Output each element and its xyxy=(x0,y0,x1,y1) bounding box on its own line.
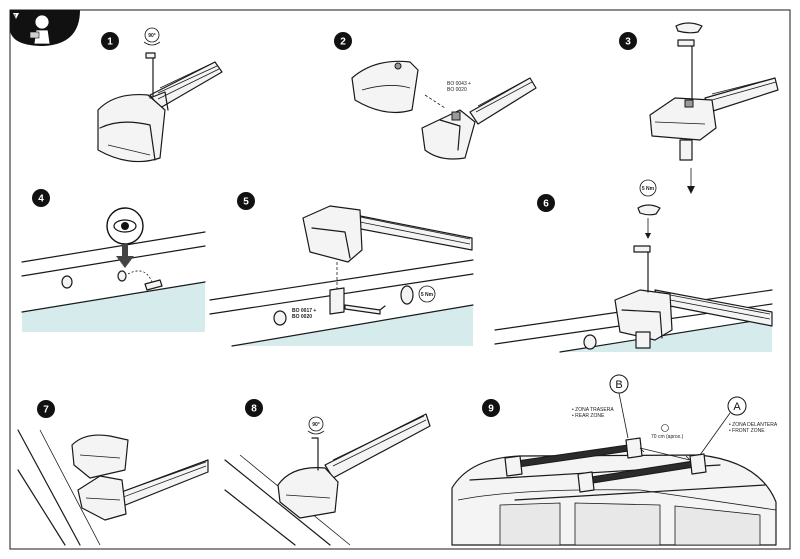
step-2-badge xyxy=(334,32,352,50)
warning-triangle-icon xyxy=(13,13,19,19)
step-8-number: 8 xyxy=(251,404,257,415)
step-5-code-1: BO 0017 + xyxy=(292,308,316,314)
step-1-number: 1 xyxy=(107,37,113,48)
step-8-badge xyxy=(245,399,263,417)
rear-zone-es: • ZONA TRASERA xyxy=(572,407,614,413)
step-9: 9 70 cm (aprox.) B A • ZONA TRASERA • RE… xyxy=(451,374,778,546)
step-3: 3 xyxy=(619,22,779,194)
warning-symbol: ! xyxy=(14,14,16,20)
rotate-arrow-icon xyxy=(307,430,325,435)
ruler-icon xyxy=(661,424,669,432)
step-6-number: 6 xyxy=(543,199,549,210)
step-8-torque: 90° xyxy=(312,422,320,428)
step-8: 8 90° xyxy=(224,399,431,546)
step-1-badge xyxy=(101,32,119,50)
marker-b-label: B xyxy=(615,379,622,391)
step-2: 2 BO 0043 + BO 0020 xyxy=(334,32,537,160)
step-5-badge xyxy=(237,192,255,210)
step-1: 1 90° xyxy=(97,27,223,163)
step-7-number: 7 xyxy=(43,405,49,416)
step-2-number: 2 xyxy=(340,37,346,48)
step-9-badge xyxy=(482,399,500,417)
marker-a-label: A xyxy=(733,401,741,413)
step-4-badge xyxy=(32,189,50,207)
step-5-number: 5 xyxy=(243,197,249,208)
step-2-code-1: BO 0043 + xyxy=(447,81,471,87)
step-6-torque: 5 Nm xyxy=(642,186,655,192)
warning-mascot: ! xyxy=(10,10,80,46)
marker-a xyxy=(727,396,747,416)
step-7-badge xyxy=(37,400,55,418)
step-6-badge xyxy=(537,194,555,212)
step-2-code-2: BO 0020 xyxy=(447,87,467,93)
sheet-frame xyxy=(9,9,791,550)
step-4-number: 4 xyxy=(38,194,44,205)
step-4-glass xyxy=(22,282,205,332)
step-1-torque: 90° xyxy=(148,33,156,39)
step-3-number: 3 xyxy=(625,37,631,48)
step-5: 5 BO 0017 + BO 0020 5 Nm xyxy=(209,192,474,347)
front-zone-en: • FRONT ZONE xyxy=(729,428,765,434)
step-4: 4 xyxy=(21,189,206,332)
rear-zone-en: • REAR ZONE xyxy=(572,413,605,419)
front-zone-es: • ZONA DELANTERA xyxy=(729,422,778,428)
step-3-badge xyxy=(619,32,637,50)
step-5-code-2: BO 0020 xyxy=(292,314,312,320)
rotate-arrow-icon xyxy=(143,41,161,46)
step-7: 7 xyxy=(17,400,209,546)
step-5-torque: 5 Nm xyxy=(421,292,434,298)
step-9-number: 9 xyxy=(488,404,494,415)
step-6: 6 5 Nm xyxy=(494,179,773,353)
step-9-distance: 70 cm (aprox.) xyxy=(651,434,684,440)
